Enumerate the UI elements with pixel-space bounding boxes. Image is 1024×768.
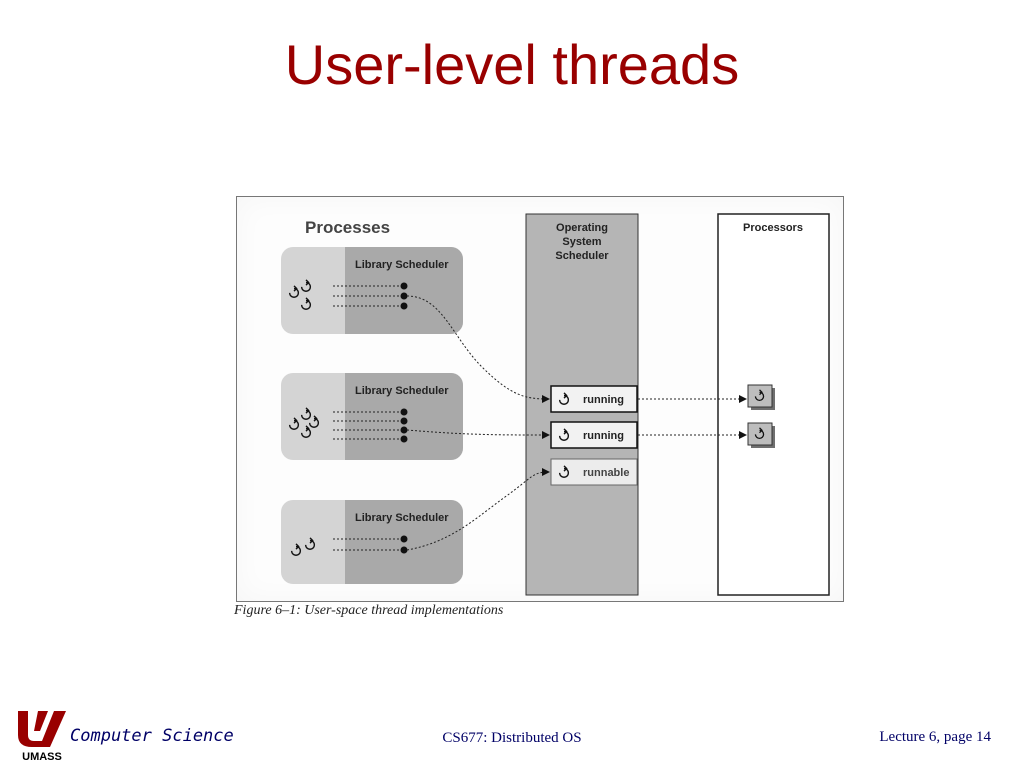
os-scheduler-heading-line-1: Operating — [556, 222, 608, 234]
os-scheduler-heading-line-2: System — [562, 236, 601, 248]
state-running-2: running — [550, 421, 638, 449]
library-scheduler-label-2: Library Scheduler — [355, 385, 449, 397]
slide-title: User-level threads — [284, 33, 740, 96]
state-running-2-label: running — [583, 430, 624, 442]
processors-column: Processors — [717, 213, 830, 596]
thread-connectors — [406, 295, 747, 551]
processors-heading: Processors — [743, 222, 803, 234]
figure: Processes Library Scheduler Library Sche… — [236, 196, 844, 602]
library-scheduler-label-1: Library Scheduler — [355, 259, 449, 271]
process-box-3: Library Scheduler — [281, 500, 463, 584]
processor-icon-1 — [747, 384, 775, 410]
processor-icon-2 — [747, 422, 775, 448]
state-runnable: runnable — [550, 458, 638, 486]
svg-text:UMASS: UMASS — [22, 751, 62, 763]
state-running-1-label: running — [583, 394, 624, 406]
processes-heading: Processes — [305, 218, 390, 237]
process-box-1: Library Scheduler — [281, 247, 463, 334]
figure-caption: Figure 6–1: User-space thread implementa… — [234, 603, 504, 618]
process-box-2: Library Scheduler — [281, 373, 463, 460]
footer-page-number: Lecture 6, page 14 — [879, 729, 991, 745]
os-scheduler-heading-line-3: Scheduler — [555, 250, 609, 262]
state-running-1: running — [550, 385, 638, 413]
library-scheduler-label-3: Library Scheduler — [355, 512, 449, 524]
umass-logo: UMASS — [14, 707, 70, 768]
footer-department: Computer Science — [70, 726, 234, 746]
state-runnable-label: runnable — [583, 467, 629, 479]
footer-course: CS677: Distributed OS — [442, 730, 582, 746]
thread-diagram: Processes Library Scheduler Library Sche… — [281, 213, 830, 596]
